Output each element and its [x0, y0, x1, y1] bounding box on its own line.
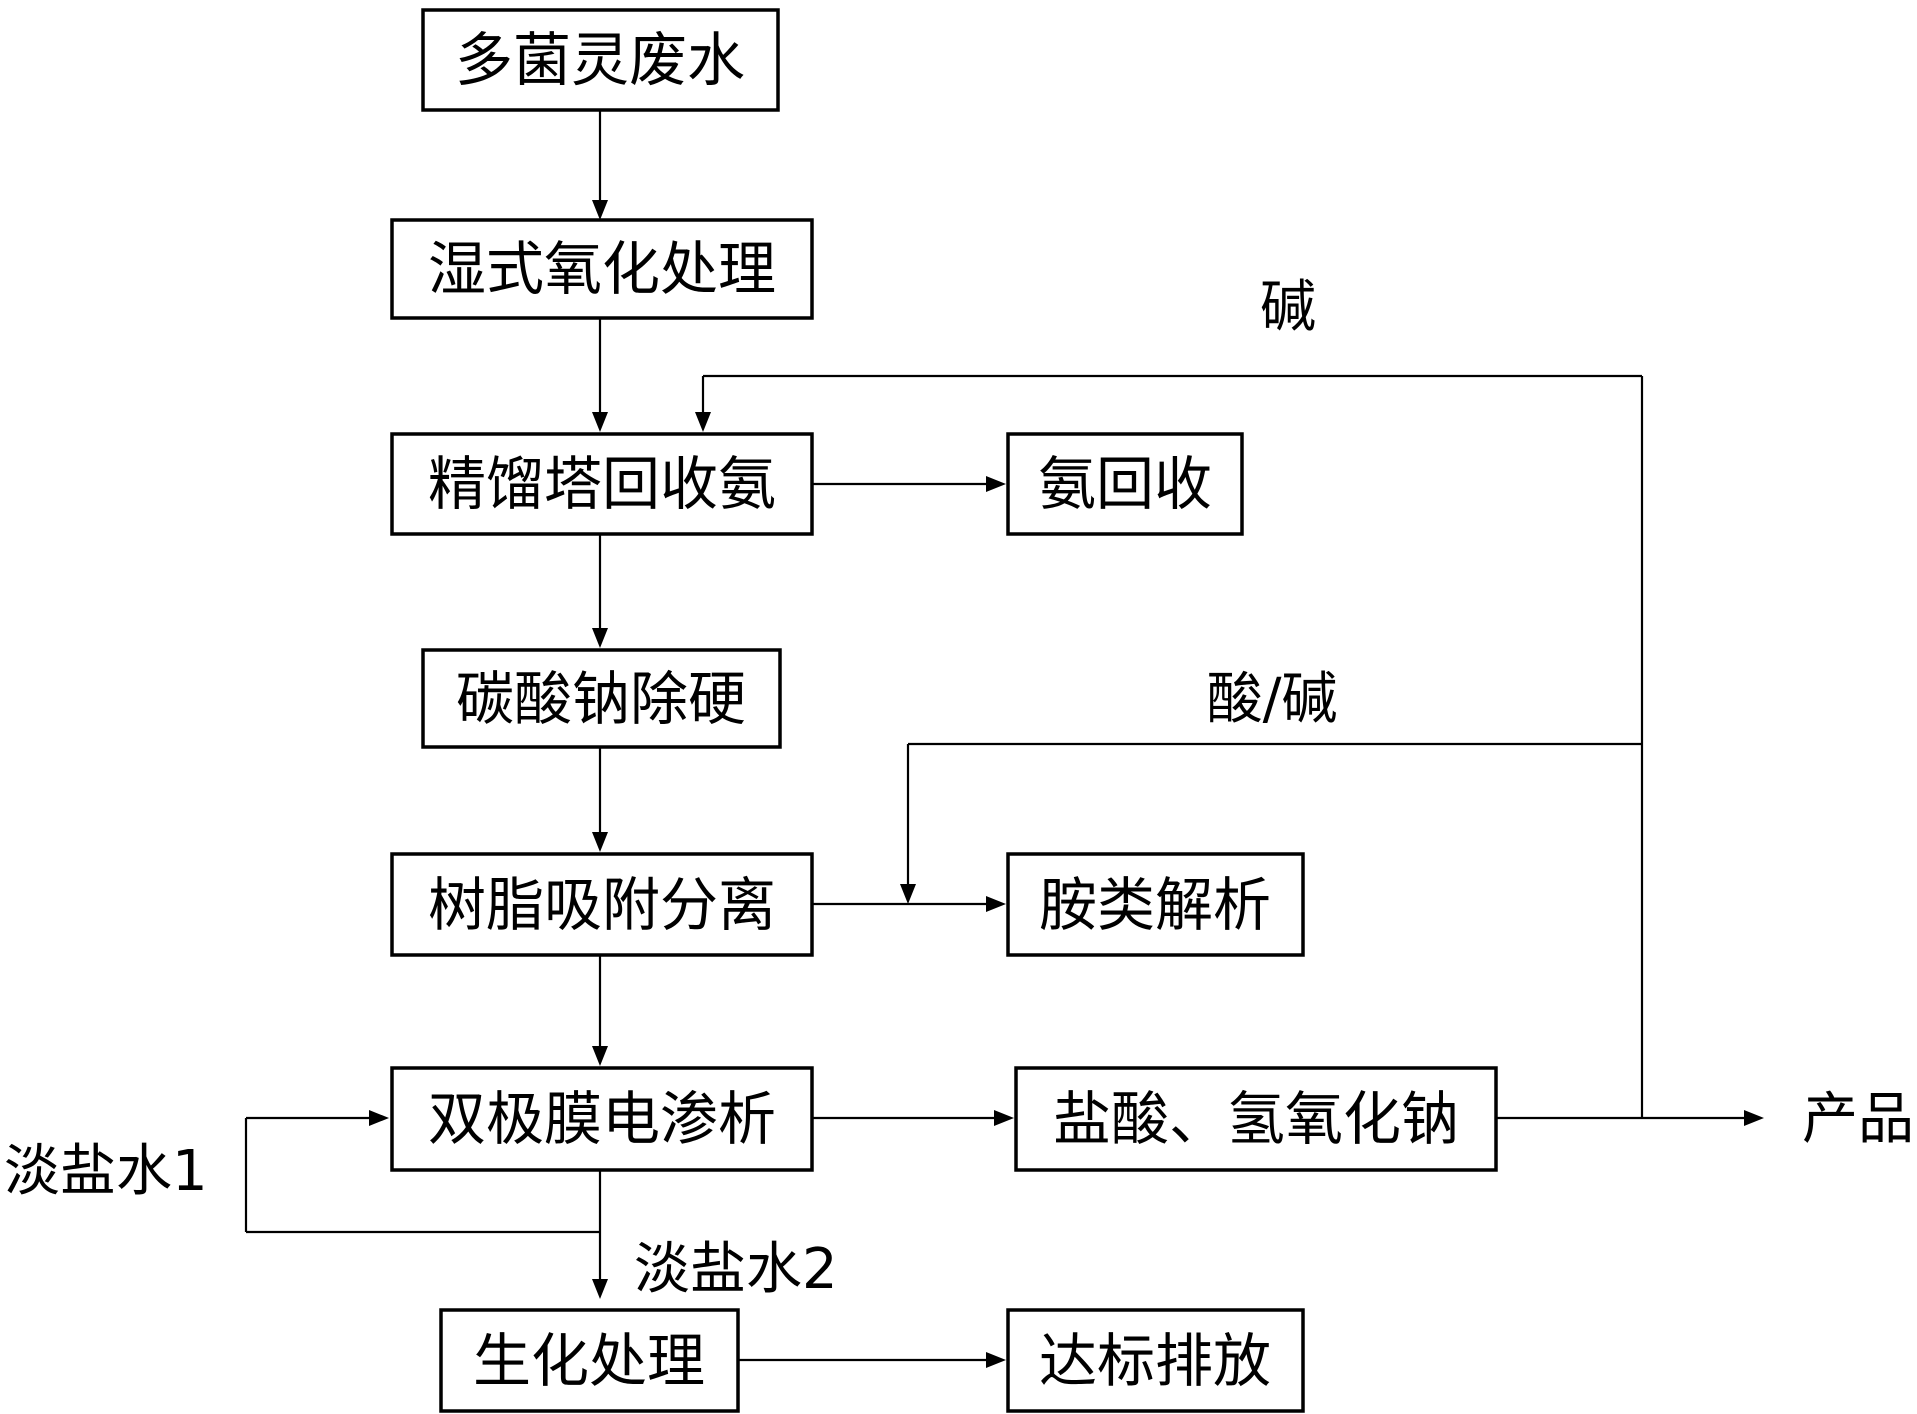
box-softening: 碳酸钠除硬 — [421, 648, 782, 749]
arrow-right-icon — [986, 1352, 1006, 1368]
box-softening-label: 碳酸钠除硬 — [456, 665, 746, 733]
box-wastewater-label: 多菌灵废水 — [455, 26, 745, 94]
box-bipolar-electrodialysis-label: 双极膜电渗析 — [428, 1085, 776, 1153]
box-amine-analysis-label: 胺类解析 — [1039, 871, 1271, 939]
arrow-down-icon — [592, 832, 608, 852]
flow-connectors — [244, 110, 1764, 1368]
box-wet-oxidation: 湿式氧化处理 — [390, 218, 814, 320]
box-resin-separation-label: 树脂吸附分离 — [428, 871, 776, 939]
label-dilute-brine-1: 淡盐水1 — [4, 1139, 208, 1204]
arrow-down-icon — [592, 200, 608, 220]
box-ammonia-recovery-label: 氨回收 — [1038, 450, 1212, 518]
box-distillation-label: 精馏塔回收氨 — [428, 450, 776, 518]
label-alkali: 碱 — [1260, 275, 1316, 340]
arrow-down-icon — [695, 412, 711, 432]
arrow-down-icon — [592, 412, 608, 432]
box-acid-base: 盐酸、氢氧化钠 — [1014, 1066, 1498, 1172]
arrow-right-icon — [369, 1110, 389, 1126]
arrow-right-icon — [986, 896, 1006, 912]
arrow-down-icon — [900, 884, 916, 904]
box-wastewater: 多菌灵废水 — [421, 8, 780, 112]
box-resin-separation: 树脂吸附分离 — [390, 852, 814, 957]
box-bipolar-electrodialysis: 双极膜电渗析 — [390, 1066, 814, 1172]
arrow-down-icon — [592, 1279, 608, 1299]
arrow-right-icon — [1744, 1110, 1764, 1126]
label-acid-alkali: 酸/碱 — [1207, 667, 1338, 732]
box-biochemical: 生化处理 — [439, 1308, 740, 1413]
box-amine-analysis: 胺类解析 — [1006, 852, 1305, 957]
arrow-right-icon — [986, 476, 1006, 492]
arrow-right-icon — [994, 1110, 1014, 1126]
box-discharge: 达标排放 — [1006, 1308, 1305, 1413]
box-discharge-label: 达标排放 — [1039, 1327, 1271, 1395]
arrow-down-icon — [592, 628, 608, 648]
label-product: 产品 — [1802, 1087, 1914, 1152]
box-wet-oxidation-label: 湿式氧化处理 — [428, 235, 776, 303]
box-ammonia-recovery: 氨回收 — [1006, 432, 1244, 536]
box-biochemical-label: 生化处理 — [473, 1327, 705, 1395]
label-dilute-brine-2: 淡盐水2 — [634, 1237, 838, 1302]
box-acid-base-label: 盐酸、氢氧化钠 — [1053, 1085, 1459, 1153]
arrow-down-icon — [592, 1046, 608, 1066]
box-distillation: 精馏塔回收氨 — [390, 432, 814, 536]
